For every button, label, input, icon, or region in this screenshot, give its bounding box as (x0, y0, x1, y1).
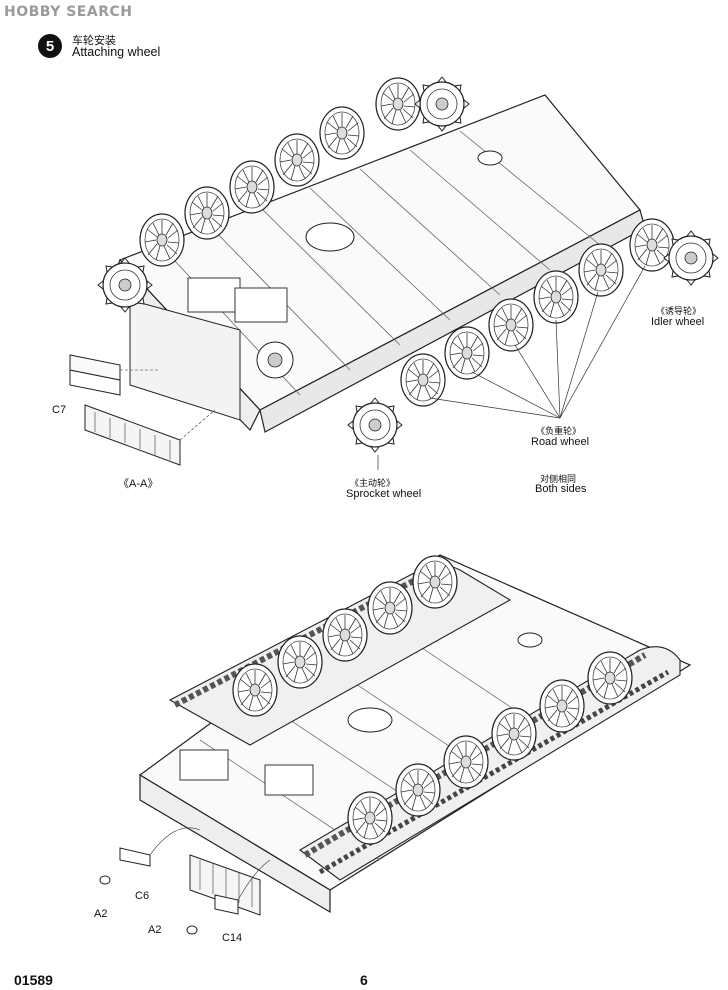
label-sprocket-en: Sprocket wheel (346, 488, 422, 500)
step-title-en: Attaching wheel (72, 45, 161, 59)
label-road-en: Road wheel (531, 436, 590, 448)
label-c7: C7 (52, 404, 67, 416)
exploded-rear-parts (69, 354, 216, 466)
step-number-badge: 5 (38, 34, 62, 58)
watermark-text: HOBBY SEARCH (4, 4, 133, 20)
label-idler-zh: 《诱导轮》 (656, 306, 702, 316)
label-a2-bottom: A2 (148, 924, 162, 936)
label-a2-left: A2 (94, 908, 108, 920)
product-code: 01589 (14, 972, 53, 988)
lower-exploded-parts (99, 827, 271, 935)
label-both-en: Both sides (535, 483, 587, 495)
upper-hull (109, 94, 646, 433)
label-c6: C6 (135, 890, 150, 902)
label-aa: 《A-A》 (118, 478, 159, 490)
label-sprocket-zh: 《主动轮》 (350, 478, 396, 488)
label-road-zh: 《负重轮》 (536, 426, 582, 436)
road-wheel-leaders (377, 265, 646, 470)
page-number: 6 (360, 972, 368, 988)
label-c14: C14 (222, 932, 243, 944)
label-both-zh: 对侧相同 (540, 474, 577, 484)
step-title-zh: 车轮安装 (72, 35, 116, 47)
label-idler-en: Idler wheel (651, 316, 705, 328)
lower-hull (138, 554, 692, 914)
